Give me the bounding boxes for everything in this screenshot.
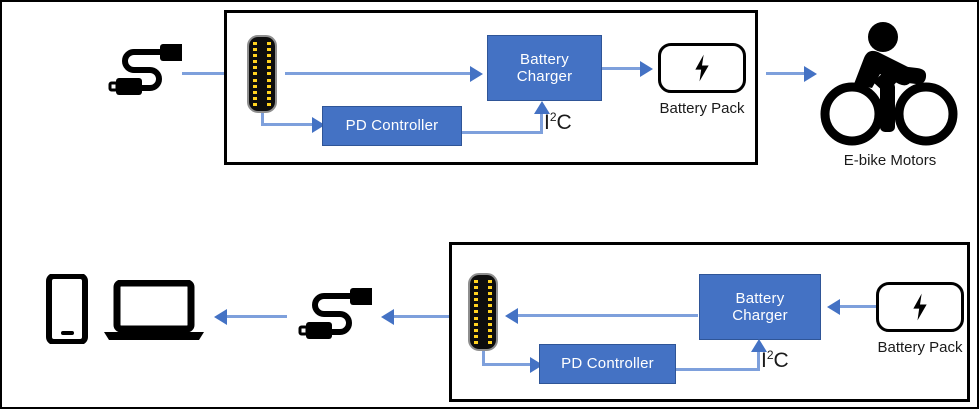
lightning-bolt-icon [913,293,927,321]
arrow-bottom-pd-to-charger-vertical [757,352,760,371]
receptacle-pin-column-right [267,42,271,106]
top-pd-controller-block[interactable]: PD Controller [322,106,462,146]
receptacle-pin-column-left [253,42,257,106]
top-pd-controller-label: PD Controller [345,117,439,135]
bottom-battery-pack-caption: Battery Pack [877,339,963,356]
arrow-top-charger-to-battery [602,67,644,70]
bottom-i2c-bus-label: I2C [761,348,789,372]
arrow-top-pd-to-charger-vertical [540,114,543,134]
arrow-bottom-enclosure-to-cable [394,315,449,318]
bottom-battery-pack-icon [876,282,964,332]
arrow-top-receptacle-to-charger [285,72,470,75]
arrowhead-top-enclosure-to-ebike [804,66,817,82]
bottom-usb-c-cable-icon [292,282,372,354]
receptacle-pin-column-left [474,280,478,344]
bottom-battery-charger-block[interactable]: Battery Charger [699,274,821,340]
laptop-icon [102,280,206,342]
arrow-bottom-charger-to-receptacle [518,314,698,317]
arrowhead-top-receptacle-to-charger [470,66,483,82]
arrowhead-bottom-battery-to-charger [827,299,840,315]
arrow-top-pd-to-charger-horizontal [462,131,542,134]
top-battery-pack-caption: Battery Pack [659,100,745,117]
arrow-top-receptacle-to-pd-vertical [261,113,264,126]
top-usb-c-receptacle-icon [247,35,277,113]
arrow-bottom-pd-to-charger-horizontal [676,368,760,371]
bottom-usb-c-receptacle-icon [468,273,498,351]
top-i2c-bus-label: I2C [544,110,572,134]
arrow-top-receptacle-to-pd-horizontal [261,123,314,126]
top-battery-charger-label: Battery Charger [516,50,573,85]
arrowhead-top-pd-to-charger [534,101,550,114]
arrow-top-enclosure-to-ebike [766,72,808,75]
top-usb-c-cable-icon [102,38,182,110]
top-battery-charger-block[interactable]: Battery Charger [487,35,602,101]
top-battery-pack-icon [658,43,746,93]
bottom-battery-charger-label: Battery Charger [732,289,788,324]
bottom-pd-controller-block[interactable]: PD Controller [539,344,676,384]
arrowhead-top-charger-to-battery [640,61,653,77]
arrowhead-bottom-charger-to-receptacle [505,308,518,324]
arrowhead-bottom-pd-to-charger [751,339,767,352]
arrow-bottom-battery-to-charger [840,305,882,308]
arrow-cable-to-top-enclosure [182,72,242,75]
arrowhead-cable-to-devices [214,309,227,325]
smartphone-icon [46,274,88,344]
arrow-bottom-receptacle-to-pd-vertical [482,351,485,366]
arrow-cable-to-devices [227,315,287,318]
ebike-motors-caption: E-bike Motors [843,152,937,169]
arrow-bottom-receptacle-to-pd-horizontal [482,363,532,366]
cyclist-icon [820,16,960,146]
arrowhead-top-receptacle-to-pd [312,117,325,133]
lightning-bolt-icon [695,54,709,82]
bottom-pd-controller-label: PD Controller [561,355,654,373]
arrowhead-bottom-enclosure-to-cable [381,309,394,325]
receptacle-pin-column-right [488,280,492,344]
